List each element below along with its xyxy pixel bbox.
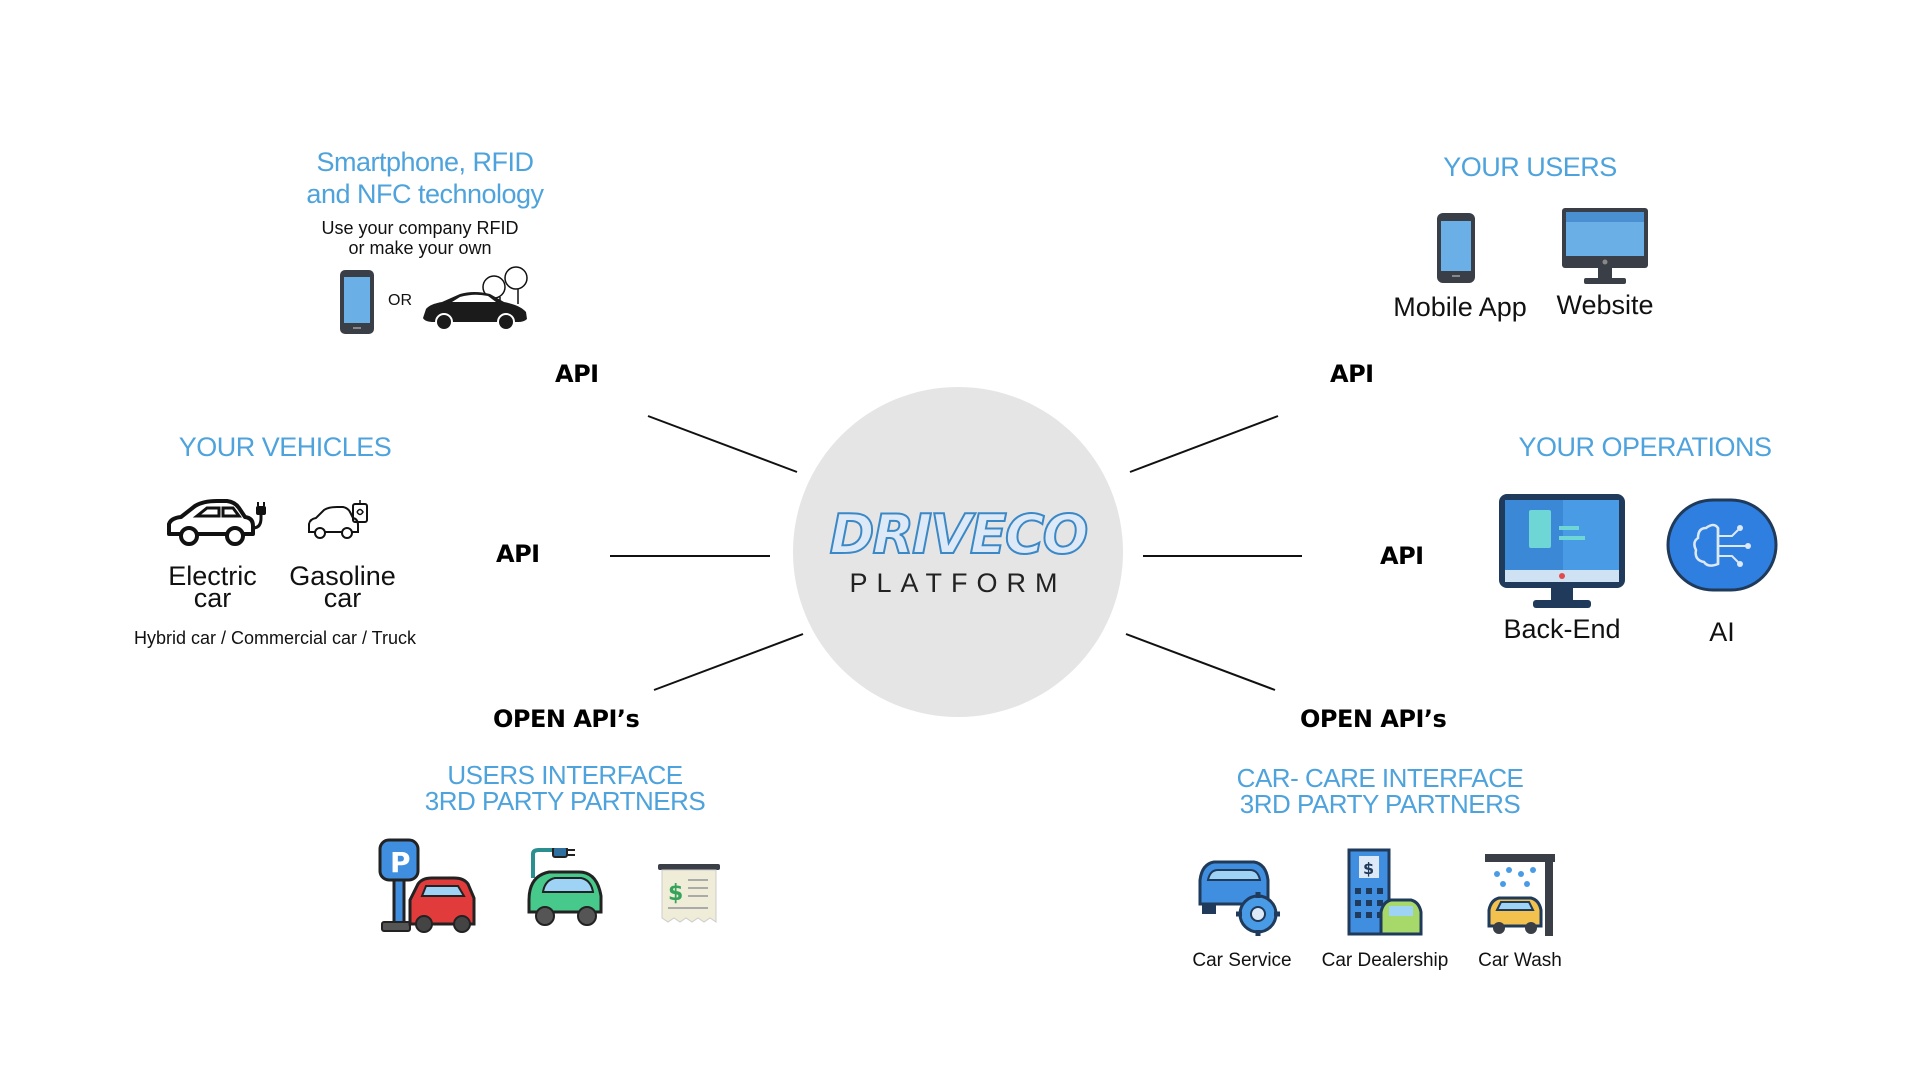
- your-users-title: YOUR USERS: [1443, 152, 1617, 182]
- car-service-label: Car Service: [1192, 950, 1292, 971]
- car-dealership-icon: $: [1347, 848, 1423, 936]
- car-care-interface-title-line2: 3RD PARTY PARTNERS: [1239, 789, 1521, 819]
- top-left-title-line2: and NFC technology: [306, 179, 544, 209]
- open-api-label-left: OPEN API’s: [493, 705, 640, 733]
- gasoline-car-label-line2: car: [323, 583, 362, 613]
- driveco-logo: DRIVECO: [829, 502, 1090, 567]
- car-dealership-label: Car Dealership: [1321, 950, 1449, 971]
- your-operations-title: YOUR OPERATIONS: [1518, 432, 1772, 462]
- car-care-interface-title-line1: CAR- CARE INTERFACE: [1236, 763, 1524, 793]
- connector-top-right: [1129, 415, 1279, 473]
- top-left-title-line1: Smartphone, RFID: [316, 147, 534, 177]
- electric-car-label-line2: car: [193, 583, 232, 613]
- car-wash-label: Car Wash: [1478, 950, 1562, 971]
- backend-monitor-icon: [1499, 494, 1625, 608]
- top-left-desc-line1: Use your company RFID: [321, 218, 519, 238]
- mobile-app-icon: [1437, 213, 1475, 283]
- svg-text:P: P: [390, 846, 411, 879]
- car-wash-icon: [1485, 854, 1555, 936]
- top-left-desc: Use your company RFID or make your own: [270, 218, 570, 258]
- api-label-mid-left: API: [496, 540, 540, 568]
- api-label-top-right: API: [1330, 360, 1374, 388]
- mobile-app-label: Mobile App: [1393, 292, 1527, 322]
- platform-hub: [793, 387, 1123, 717]
- or-label: OR: [388, 292, 412, 309]
- backend-label: Back-End: [1503, 614, 1621, 644]
- ai-label: AI: [1709, 617, 1735, 647]
- top-left-title: Smartphone, RFID and NFC technology: [250, 146, 600, 210]
- users-interface-title-line1: USERS INTERFACE: [447, 760, 683, 790]
- platform-subtitle: PLATFORM: [849, 568, 1067, 598]
- receipt-icon: $: [658, 864, 720, 923]
- your-vehicles-title: YOUR VEHICLES: [178, 432, 392, 462]
- gasoline-car-icon: [308, 500, 368, 539]
- connector-top-left: [647, 415, 798, 473]
- website-monitor-icon: [1562, 208, 1648, 284]
- electric-car-label-line1: Electric: [168, 561, 257, 591]
- website-label: Website: [1556, 290, 1654, 320]
- car-care-interface-title: CAR- CARE INTERFACE 3RD PARTY PARTNERS: [1200, 765, 1560, 817]
- svg-text:$: $: [1363, 859, 1374, 878]
- api-label-mid-right: API: [1380, 542, 1424, 570]
- ev-charging-icon: [527, 848, 603, 926]
- electric-car-label: Electric car: [150, 561, 275, 613]
- sports-car-icon: [423, 266, 528, 331]
- ai-brain-icon: [1666, 498, 1778, 592]
- parking-icon: P: [378, 838, 476, 933]
- car-service-icon: [1198, 860, 1280, 936]
- gasoline-car-label: Gasoline car: [280, 561, 405, 613]
- api-label-top-left: API: [555, 360, 599, 388]
- gasoline-car-label-line1: Gasoline: [289, 561, 396, 591]
- top-left-desc-line2: or make your own: [348, 238, 492, 258]
- connector-bottom-right: [1125, 633, 1276, 691]
- svg-text:$: $: [668, 881, 683, 906]
- open-api-label-right: OPEN API’s: [1300, 705, 1447, 733]
- connector-bottom-left: [653, 633, 804, 691]
- users-interface-title: USERS INTERFACE 3RD PARTY PARTNERS: [400, 762, 730, 814]
- vehicle-types-note: Hybrid car / Commercial car / Truck: [133, 628, 417, 648]
- users-interface-title-line2: 3RD PARTY PARTNERS: [424, 786, 706, 816]
- smartphone-icon: [340, 270, 374, 334]
- electric-car-icon: [167, 499, 266, 546]
